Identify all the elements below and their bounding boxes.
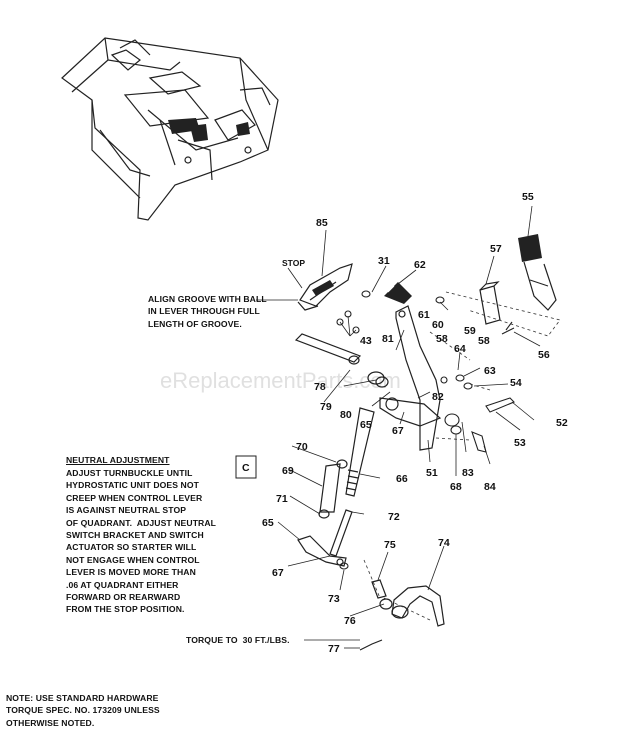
pedal-part [518, 234, 557, 311]
neutral-adjustment-title: NEUTRAL ADJUSTMENT [66, 455, 170, 465]
turnbuckle-rod [345, 407, 375, 497]
callout-75: 75 [384, 539, 396, 551]
callout-58-upper: 58 [478, 335, 490, 347]
callout-51: 51 [426, 467, 438, 479]
torque-note: TORQUE TO 30 FT./LBS. [186, 635, 290, 645]
callout-71: 71 [276, 493, 288, 505]
callout-59: 59 [464, 325, 476, 337]
callout-60: 60 [432, 319, 444, 331]
callout-labels: 85 STOP 31 62 55 57 61 60 59 58 58 64 56… [262, 191, 568, 655]
callout-84: 84 [484, 481, 496, 493]
control-lever [379, 305, 442, 451]
bell-crank [359, 579, 445, 651]
callout-67-upper: 67 [392, 425, 404, 437]
watermark: eReplacementParts.com [160, 368, 401, 393]
view-c-label: C [242, 462, 250, 474]
callout-77: 77 [328, 643, 340, 655]
callout-58-lower: 58 [436, 333, 448, 345]
bushings [348, 355, 389, 388]
quadrant-shading [312, 280, 334, 296]
callout-31: 31 [378, 255, 390, 267]
switch-bracket [479, 281, 501, 325]
callout-73: 73 [328, 593, 340, 605]
hardware-note: NOTE: USE STANDARD HARDWARE TORQUE SPEC.… [6, 693, 160, 728]
callout-65-lower: 65 [262, 517, 274, 529]
callout-62: 62 [414, 259, 426, 271]
callout-76: 76 [344, 615, 356, 627]
callout-53: 53 [514, 437, 526, 449]
frame-assembly [61, 37, 279, 221]
callout-63: 63 [484, 365, 496, 377]
callout-56: 56 [538, 349, 550, 361]
pivot-rod [294, 333, 362, 363]
callout-67-lower: 67 [272, 567, 284, 579]
neutral-adjustment-body: ADJUST TURNBUCKLE UNTIL HYDROSTATIC UNIT… [66, 468, 217, 615]
callout-79: 79 [320, 401, 332, 413]
callout-61: 61 [418, 309, 430, 321]
callout-65-upper: 65 [360, 419, 372, 431]
callout-68: 68 [450, 481, 462, 493]
callout-85: 85 [316, 217, 328, 229]
callout-72: 72 [388, 511, 400, 523]
callout-64: 64 [454, 343, 466, 355]
callout-80: 80 [340, 409, 352, 421]
leader-lines [256, 205, 541, 649]
callout-stop: STOP [282, 258, 305, 268]
callout-78: 78 [314, 381, 326, 393]
view-c-marker: C [235, 455, 257, 479]
callout-82: 82 [432, 391, 444, 403]
callout-74: 74 [438, 537, 450, 549]
callout-69: 69 [282, 465, 294, 477]
lower-rod [329, 509, 353, 557]
assembly-lines [363, 291, 561, 621]
callout-54: 54 [510, 377, 522, 389]
callout-43: 43 [360, 335, 372, 347]
callout-57: 57 [490, 243, 502, 255]
lever-block [384, 282, 412, 304]
frame-shading [168, 118, 250, 142]
callout-66: 66 [396, 473, 408, 485]
callout-55: 55 [522, 191, 534, 203]
align-groove-note: ALIGN GROOVE WITH BALL IN LEVER THROUGH … [148, 294, 267, 329]
callout-81: 81 [382, 333, 394, 345]
callout-83: 83 [462, 467, 474, 479]
callout-70: 70 [296, 441, 308, 453]
callout-52: 52 [556, 417, 568, 429]
turnbuckle [318, 459, 348, 519]
